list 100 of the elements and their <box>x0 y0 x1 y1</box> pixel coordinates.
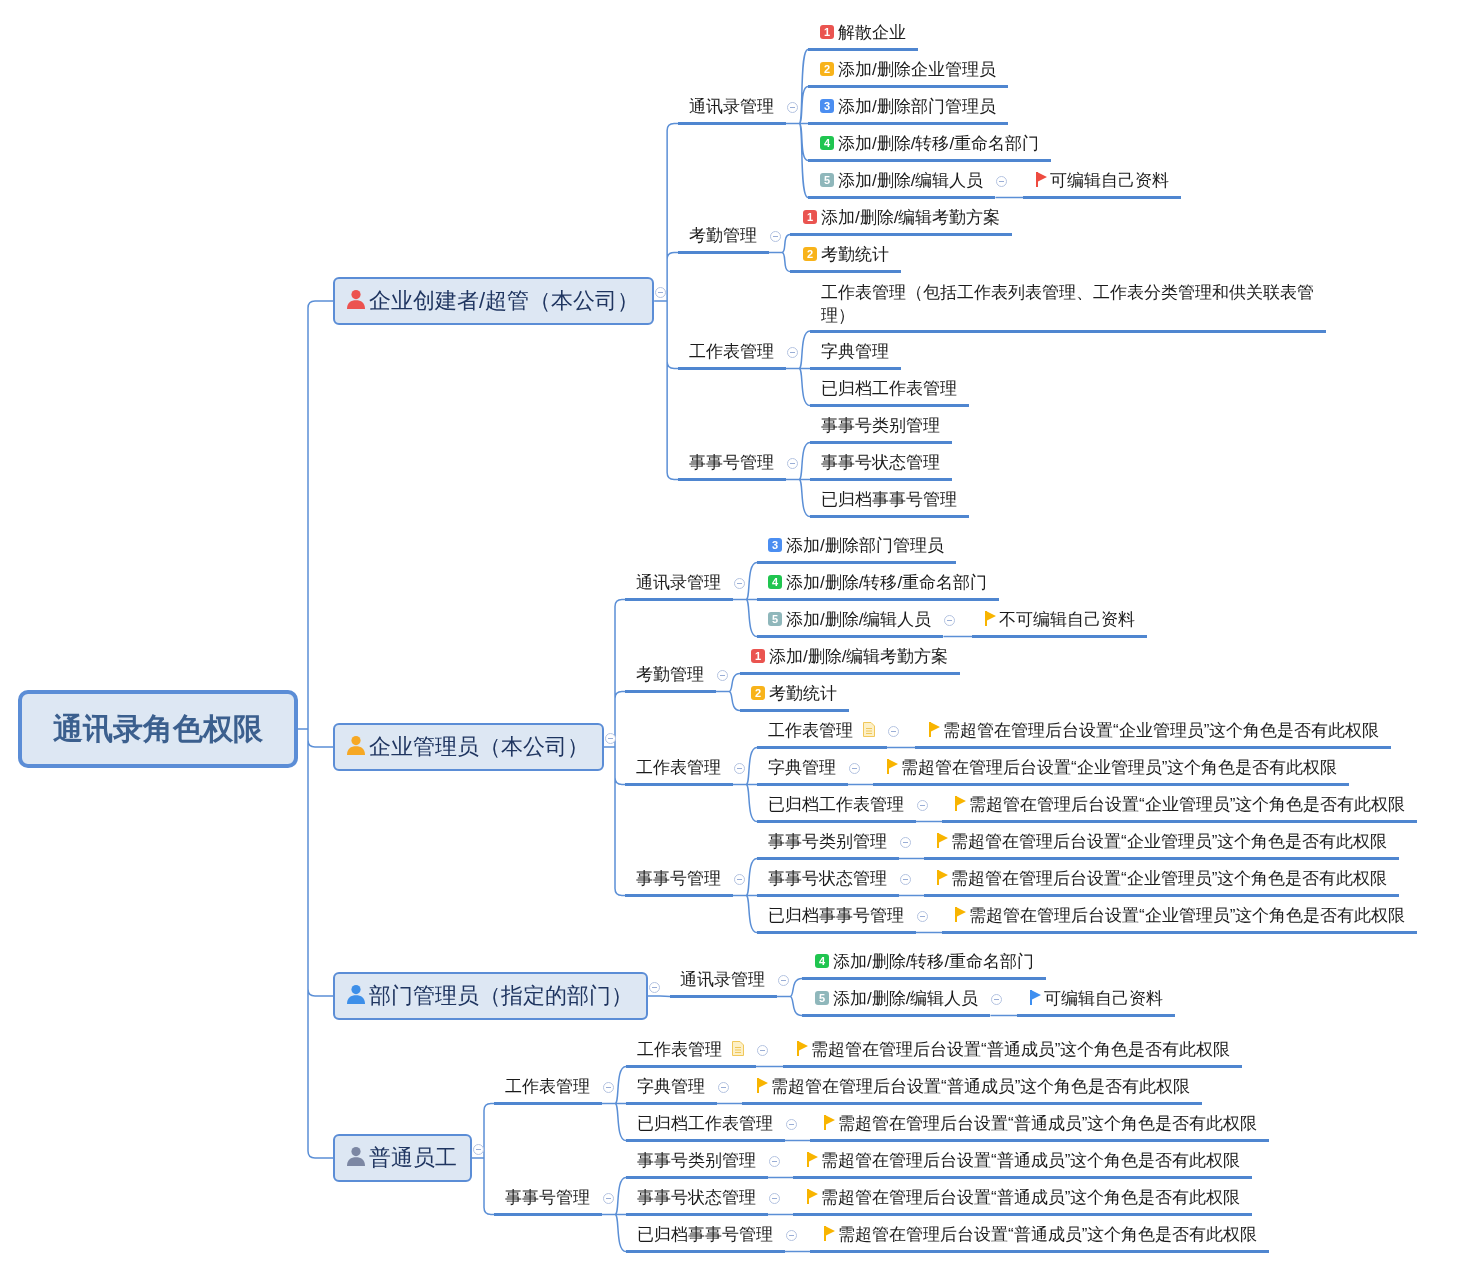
topic-label: 企业创建者/超管（本公司） <box>369 287 640 315</box>
connector-line <box>989 1014 1018 1017</box>
topic-text: 需超管在管理后台设置“普通成员”这个角色是否有此权限 <box>838 1114 1258 1133</box>
topic-text: 字典管理 <box>637 1077 705 1096</box>
topic-box <box>333 1134 472 1182</box>
connector-line <box>767 1176 794 1179</box>
connector-line <box>297 300 334 1159</box>
connector-line <box>767 1213 794 1216</box>
topic-text: 工作表管理 <box>768 721 853 740</box>
connector-line <box>898 894 925 897</box>
connector-line <box>847 783 874 786</box>
central-topic: 通讯录角色权限 <box>18 690 298 768</box>
topic-text: 通讯录管理 <box>680 970 765 989</box>
connector-line <box>732 746 758 823</box>
topic-text: 工作表管理（包括工作表列表管理、工作表分类管理和供关联表管理） <box>821 282 1314 325</box>
priority-badge: 2 <box>751 685 765 700</box>
topic-text: 需超管在管理后台设置“普通成员”这个角色是否有此权限 <box>821 1151 1241 1170</box>
topic-text: 通讯录管理 <box>689 97 774 116</box>
topic-text: 事事号类别管理 <box>821 416 940 435</box>
topic-text: 需超管在管理后台设置“普通成员”这个角色是否有此权限 <box>838 1225 1258 1244</box>
topic-text: 考勤统计 <box>769 684 837 703</box>
connector-line <box>784 1250 811 1253</box>
topic-text: 工作表管理 <box>689 342 774 361</box>
priority-badge: 3 <box>820 98 834 113</box>
topic-text: 添加/删除企业管理员 <box>838 60 996 79</box>
topic-text: 已归档事事号管理 <box>637 1225 773 1244</box>
priority-badge: 1 <box>820 24 834 39</box>
connector-line <box>784 1139 811 1142</box>
topic-text: 可编辑自己资料 <box>1050 171 1169 190</box>
priority-badge: 5 <box>820 172 834 187</box>
topic-text: 字典管理 <box>768 758 836 777</box>
topic-text: 考勤管理 <box>636 665 704 684</box>
connector-line <box>915 931 943 934</box>
topic-text: 已归档工作表管理 <box>768 795 904 814</box>
priority-badge: 5 <box>768 611 782 626</box>
priority-badge: 5 <box>815 990 829 1005</box>
connector-line <box>776 977 803 1017</box>
connector-line <box>732 857 758 934</box>
connector-line <box>886 746 916 749</box>
topic-text: 字典管理 <box>821 342 889 361</box>
topic-text: 考勤管理 <box>689 226 757 245</box>
connector-line <box>994 196 1024 199</box>
topic-text: 事事号状态管理 <box>821 453 940 472</box>
topic-text: 工作表管理 <box>505 1077 590 1096</box>
topic-text: 添加/删除/转移/重命名部门 <box>833 952 1035 971</box>
topic-text: 添加/删除/转移/重命名部门 <box>786 573 988 592</box>
connector-line <box>647 995 671 998</box>
topic-text: 不可编辑自己资料 <box>999 610 1135 629</box>
topic-text: 通讯录管理 <box>636 573 721 592</box>
connector-line <box>898 857 925 860</box>
topic-text: 添加/删除/编辑考勤方案 <box>821 208 1001 227</box>
topic-text: 工作表管理 <box>636 758 721 777</box>
topic-text: 添加/删除/编辑人员 <box>833 989 979 1008</box>
topic-text: 解散企业 <box>838 23 906 42</box>
connector-line <box>942 635 973 638</box>
connector-line <box>653 122 679 481</box>
topic-text: 需超管在管理后台设置“普通成员”这个角色是否有此权限 <box>821 1188 1241 1207</box>
topic-text: 添加/删除/编辑考勤方案 <box>769 647 949 666</box>
topic-text: 事事号类别管理 <box>637 1151 756 1170</box>
connector-line <box>755 1065 784 1068</box>
topic-text: 事事号管理 <box>505 1188 590 1207</box>
topic-text: 需超管在管理后台设置“企业管理员”这个角色是否有此权限 <box>951 869 1388 888</box>
topic-text: 已归档事事号管理 <box>768 906 904 925</box>
topic-text: 事事号类别管理 <box>768 832 887 851</box>
priority-badge: 2 <box>820 61 834 76</box>
topic-text: 需超管在管理后台设置“企业管理员”这个角色是否有此权限 <box>943 721 1380 740</box>
topic-text: 添加/删除部门管理员 <box>838 97 996 116</box>
connector-line <box>601 1065 627 1142</box>
priority-badge: 2 <box>803 246 817 261</box>
topic-text: 已归档事事号管理 <box>821 490 957 509</box>
topic-text: 考勤统计 <box>821 245 889 264</box>
topic-text: 需超管在管理后台设置“企业管理员”这个角色是否有此权限 <box>951 832 1388 851</box>
topic-text: 需超管在管理后台设置“企业管理员”这个角色是否有此权限 <box>969 795 1406 814</box>
topic-text: 工作表管理 <box>637 1040 722 1059</box>
connector-line <box>716 1102 743 1105</box>
priority-badge: 4 <box>768 574 782 589</box>
topic-text: 可编辑自己资料 <box>1044 989 1163 1008</box>
topic-text: 添加/删除部门管理员 <box>786 536 944 555</box>
connector-line <box>603 598 626 897</box>
connector-line <box>768 233 791 273</box>
topic-label: 部门管理员（指定的部门） <box>369 982 633 1010</box>
topic-text: 事事号状态管理 <box>768 869 887 888</box>
priority-badge: 1 <box>803 209 817 224</box>
connector-line <box>471 1102 495 1216</box>
topic-text: 需超管在管理后台设置“普通成员”这个角色是否有此权限 <box>811 1040 1231 1059</box>
topic-box <box>333 723 604 771</box>
topic-text: 事事号管理 <box>689 453 774 472</box>
topic-text: 添加/删除/转移/重命名部门 <box>838 134 1040 153</box>
topic-label: 普通员工 <box>369 1144 457 1172</box>
connector-line <box>715 672 741 712</box>
topic-text: 添加/删除/编辑人员 <box>838 171 984 190</box>
topic-text: 需超管在管理后台设置“企业管理员”这个角色是否有此权限 <box>901 758 1338 777</box>
priority-badge: 3 <box>768 537 782 552</box>
priority-badge: 4 <box>820 135 834 150</box>
connector-line <box>785 48 809 199</box>
topic-text: 已归档工作表管理 <box>637 1114 773 1133</box>
topic-box <box>333 972 648 1020</box>
priority-badge: 1 <box>751 648 765 663</box>
topic-box <box>333 277 655 325</box>
connector-line <box>601 1176 627 1253</box>
